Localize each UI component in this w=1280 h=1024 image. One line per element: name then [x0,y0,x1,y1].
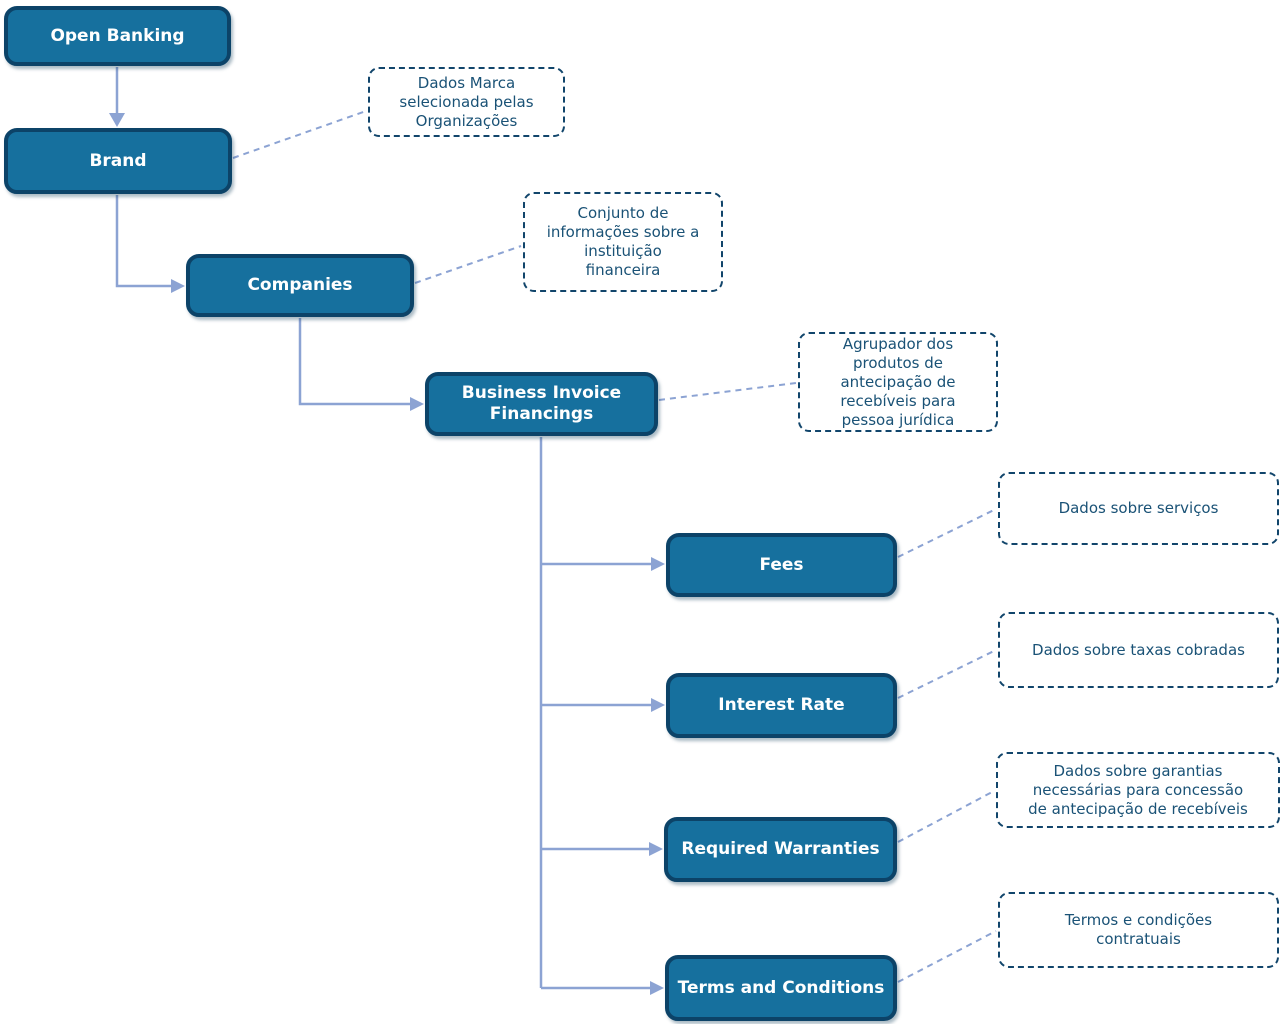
link-companies-annotation [414,245,522,284]
connector-brand-companies [115,195,172,288]
arrowhead-right-required-warranties [649,842,663,856]
annotation-required-warranties: Dados sobre garantias necessárias para c… [996,752,1280,828]
annotation-interest-rate: Dados sobre taxas cobradas [998,612,1279,688]
node-companies-label: Companies [247,275,353,295]
annotation-required-warranties-text: Dados sobre garantias necessárias para c… [1028,761,1248,818]
annotation-terms-and-conditions: Termos e condições contratuais [998,892,1279,968]
annotation-brand: Dados Marca selecionada pelas Organizaçõ… [368,67,565,137]
node-fees-label: Fees [759,554,804,575]
node-required-warranties: Required Warranties [664,817,897,882]
node-required-warranties-label: Required Warranties [681,839,880,859]
link-terms-annotation [897,930,997,983]
link-required-warranties-annotation [897,790,995,843]
node-open-banking-label: Open Banking [50,25,185,46]
node-interest-rate: Interest Rate [666,673,897,738]
annotation-fees: Dados sobre serviços [998,472,1279,545]
annotation-business-invoice-financings-text: Agrupador dos produtos de antecipação de… [840,334,956,429]
node-open-banking: Open Banking [4,6,231,66]
annotation-brand-text: Dados Marca selecionada pelas Organizaçõ… [399,73,534,130]
node-brand: Brand [4,128,232,194]
annotation-companies-text: Conjunto de informações sobre a institui… [546,204,700,279]
node-business-invoice-financings: Business Invoice Financings [425,372,658,436]
annotation-business-invoice-financings: Agrupador dos produtos de antecipação de… [798,332,998,432]
annotation-companies: Conjunto de informações sobre a institui… [523,192,723,292]
link-fees-annotation [897,508,997,558]
node-terms-and-conditions-label: Terms and Conditions [677,977,885,998]
connector-companies-bif [298,318,411,406]
node-companies: Companies [186,254,414,317]
arrowhead-right-interest-rate [651,698,665,712]
node-interest-rate-label: Interest Rate [718,695,845,715]
arrowhead-down-brand [109,113,125,127]
arrowhead-right-bif [410,397,424,411]
annotation-fees-text: Dados sobre serviços [1058,499,1219,517]
link-interest-rate-annotation [897,649,997,699]
link-brand-annotation [232,110,367,159]
link-bif-annotation [658,382,797,401]
node-fees: Fees [666,533,897,597]
arrowhead-right-terms [650,981,664,995]
node-brand-label: Brand [89,150,147,171]
annotation-terms-and-conditions-text: Termos e condições contratuais [1064,911,1213,948]
node-terms-and-conditions: Terms and Conditions [665,955,897,1021]
arrowhead-right-fees [651,557,665,571]
node-business-invoice-financings-label: Business Invoice Financings [461,383,622,424]
annotation-interest-rate-text: Dados sobre taxas cobradas [1032,640,1245,659]
arrowhead-right-companies [171,279,185,293]
